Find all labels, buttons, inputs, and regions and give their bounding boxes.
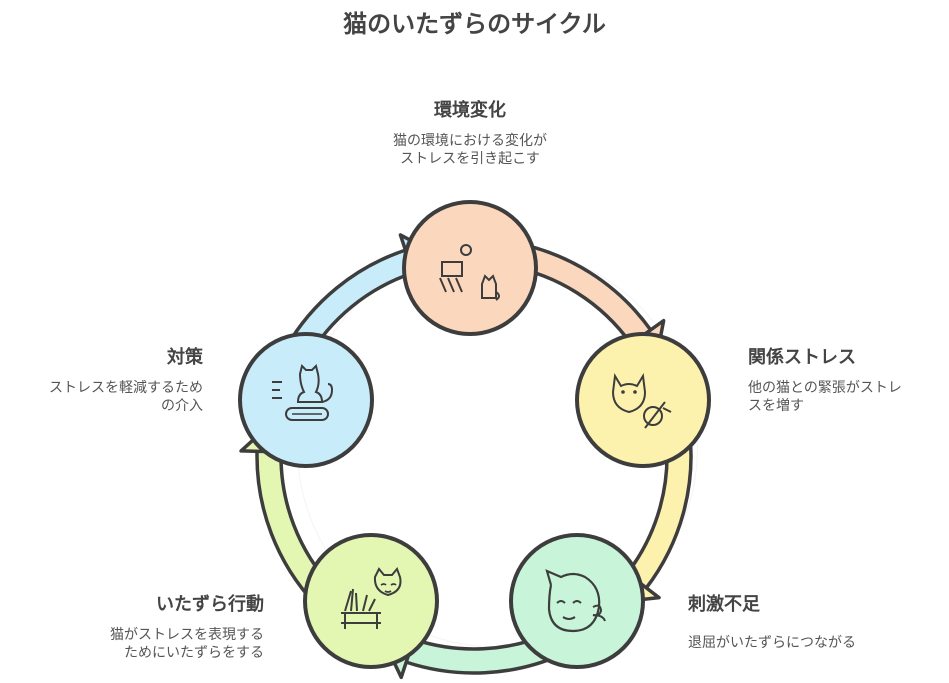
stage-label-relationship: 関係ストレス 他の猫との緊張がストレ スを増す — [748, 343, 938, 415]
stage-label-environment: 環境変化 猫の環境における変化が ストレスを引き起こす — [350, 96, 590, 168]
stage-desc-line: スを増す — [748, 398, 804, 414]
stage-label-stimulation: 刺激不足 退屈がいたずらにつながる — [688, 590, 908, 652]
stage-desc-line: 退屈がいたずらにつながる — [688, 635, 856, 651]
stage-node — [303, 533, 439, 669]
stage-node — [238, 332, 374, 468]
stage-heading: 関係ストレス — [748, 347, 856, 368]
stage-nodes — [238, 200, 711, 669]
bored-face-icon — [545, 569, 606, 633]
stage-desc-line: の介入 — [161, 398, 203, 414]
cat-plant-icon — [341, 567, 402, 629]
stage-heading: いたずら行動 — [156, 594, 264, 615]
stage-desc-line: 猫がストレスを表現する — [110, 627, 264, 643]
stage-label-countermeasure: 対策 ストレスを軽減するため の介入 — [20, 343, 203, 415]
stage-desc-line: 猫の環境における変化が — [393, 133, 547, 149]
stage-node — [509, 533, 645, 669]
stage-node — [402, 200, 538, 336]
stage-desc-line: ストレスを軽減するため — [49, 380, 203, 396]
stage-node — [575, 332, 711, 468]
cat-face-ribbon-icon — [611, 373, 672, 429]
stage-desc-line: ためにいたずらをする — [124, 645, 264, 661]
cat-scratcher-icon — [272, 364, 334, 421]
stage-desc-line: 他の猫との緊張がストレ — [748, 380, 902, 396]
stage-label-mischief: いたずら行動 猫がストレスを表現する ためにいたずらをする — [60, 590, 264, 662]
person-laptop-cat-icon — [439, 244, 500, 301]
page-title: 猫のいたずらのサイクル — [343, 10, 606, 38]
stage-heading: 刺激不足 — [688, 594, 760, 615]
stage-heading: 環境変化 — [434, 100, 506, 121]
stage-desc-line: ストレスを引き起こす — [400, 151, 540, 167]
stage-heading: 対策 — [167, 347, 203, 368]
